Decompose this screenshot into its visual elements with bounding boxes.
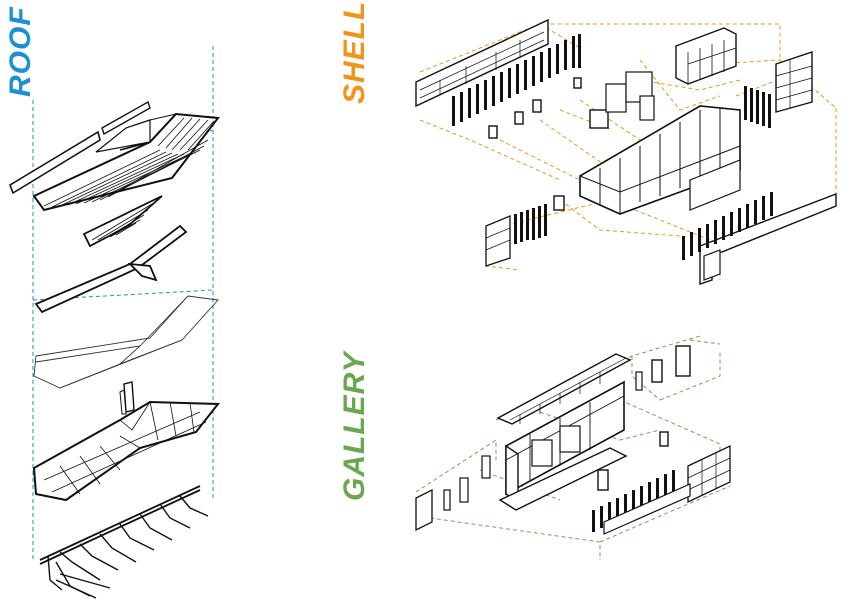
gallery-label: GALLERY: [338, 351, 371, 501]
shell-label: SHELL: [338, 0, 371, 104]
gallery-components: [415, 345, 731, 535]
shell-components: [415, 18, 837, 285]
roof-truss-frame: [39, 485, 209, 599]
roof-membrane: [33, 295, 219, 389]
roof-label: ROOF: [4, 6, 37, 97]
shell-slat-wall-bottom: [682, 192, 773, 260]
roof-ridge-beam: [34, 224, 188, 314]
roof-top-panels: [9, 100, 220, 248]
shell-slat-wall-right: [744, 86, 771, 128]
shell-slat-wall-left: [452, 34, 581, 126]
roof-grid-structure: [32, 381, 221, 502]
